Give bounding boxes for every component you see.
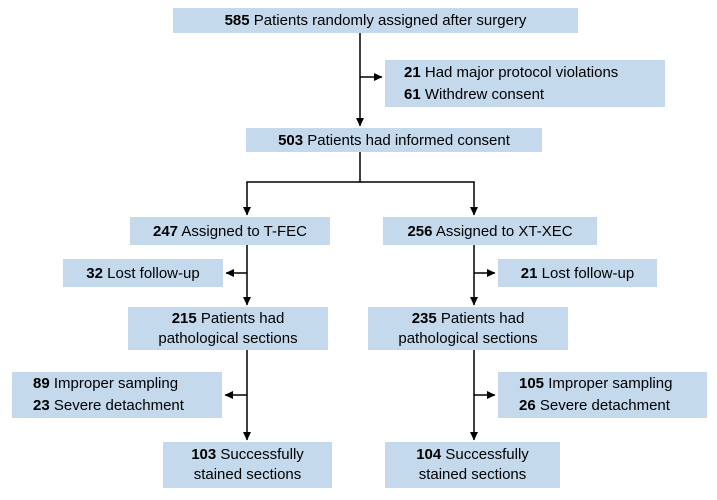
lost-tfec-count: 32 bbox=[86, 264, 103, 282]
section-exclusions-tfec-line-1: 89 Improper sampling bbox=[33, 373, 178, 395]
box-informed-consent-text: 503 Patients had informed consent bbox=[278, 132, 510, 149]
stained-xtxec-count: 104 bbox=[416, 446, 442, 463]
protocol-exclusions-line-2: 61 Withdrew consent bbox=[404, 84, 544, 106]
pathological-xtxec-label: Patients had pathological sections bbox=[398, 309, 538, 347]
improper-sampling-xtxec-count: 105 bbox=[519, 375, 545, 392]
severe-detachment-tfec-label: Severe detachment bbox=[53, 397, 184, 414]
assigned-xtxec-count: 256 bbox=[407, 222, 433, 240]
assigned-tfec-count: 247 bbox=[153, 222, 179, 240]
improper-sampling-xtxec-label: Improper sampling bbox=[548, 375, 673, 392]
severe-detachment-tfec-count: 23 bbox=[33, 397, 50, 414]
box-lost-xtxec-text: 21 Lost follow-up bbox=[521, 265, 634, 282]
box-pathological-xtxec-text: 235 Patients had pathological sections bbox=[368, 309, 568, 349]
protocol-exclusions-line-1: 21 Had major protocol violations bbox=[404, 62, 618, 84]
box-stained-tfec-text: 103 Successfully stained sections bbox=[163, 445, 332, 485]
withdrew-consent-label: Withdrew consent bbox=[424, 85, 545, 103]
improper-sampling-tfec-label: Improper sampling bbox=[53, 375, 179, 392]
pathological-tfec-label: Patients had pathological sections bbox=[158, 309, 298, 347]
pathological-tfec-count: 215 bbox=[171, 309, 197, 327]
section-exclusions-xtxec-line-1: 105 Improper sampling bbox=[519, 373, 672, 395]
stained-tfec-label: Successfully stained sections bbox=[193, 446, 304, 483]
box-randomized: 585 Patients randomly assigned after sur… bbox=[173, 8, 578, 33]
box-informed-consent: 503 Patients had informed consent bbox=[246, 128, 542, 152]
lost-tfec-label: Lost follow-up bbox=[107, 264, 200, 282]
severe-detachment-xtxec-count: 26 bbox=[519, 397, 536, 414]
lost-xtxec-count: 21 bbox=[520, 264, 538, 282]
box-stained-tfec: 103 Successfully stained sections bbox=[163, 442, 332, 488]
box-assigned-tfec-text: 247 Assigned to T-FEC bbox=[153, 223, 307, 240]
box-assigned-xtxec-text: 256 Assigned to XT-XEC bbox=[407, 223, 572, 240]
pathological-xtxec-count: 235 bbox=[411, 309, 437, 327]
box-stained-xtxec-text: 104 Successfully stained sections bbox=[385, 445, 560, 485]
protocol-violations-label: Had major protocol violations bbox=[424, 63, 619, 81]
section-exclusions-xtxec-line-2: 26 Severe detachment bbox=[519, 395, 670, 417]
box-section-exclusions-tfec: 89 Improper sampling 23 Severe detachmen… bbox=[12, 372, 222, 418]
assigned-xtxec-label: Assigned to XT-XEC bbox=[435, 222, 573, 240]
stained-xtxec-label: Successfully stained sections bbox=[418, 446, 529, 483]
improper-sampling-tfec-count: 89 bbox=[33, 375, 50, 392]
box-lost-tfec-text: 32 Lost follow-up bbox=[86, 265, 199, 282]
randomized-label: Patients randomly assigned after surgery bbox=[253, 12, 527, 29]
box-assigned-tfec: 247 Assigned to T-FEC bbox=[130, 217, 330, 245]
informed-consent-count: 503 bbox=[278, 131, 304, 149]
box-pathological-tfec-text: 215 Patients had pathological sections bbox=[128, 309, 328, 349]
informed-consent-label: Patients had informed consent bbox=[307, 131, 510, 149]
withdrew-consent-count: 61 bbox=[404, 85, 421, 103]
box-section-exclusions-xtxec: 105 Improper sampling 26 Severe detachme… bbox=[498, 372, 707, 418]
box-assigned-xtxec: 256 Assigned to XT-XEC bbox=[383, 217, 597, 245]
lost-xtxec-label: Lost follow-up bbox=[541, 264, 635, 282]
randomized-count: 585 bbox=[224, 12, 250, 29]
section-exclusions-tfec-line-2: 23 Severe detachment bbox=[33, 395, 184, 417]
box-randomized-text: 585 Patients randomly assigned after sur… bbox=[225, 12, 527, 29]
box-lost-xtxec: 21 Lost follow-up bbox=[498, 259, 657, 287]
box-protocol-exclusions: 21 Had major protocol violations 61 With… bbox=[385, 60, 665, 107]
box-lost-tfec: 32 Lost follow-up bbox=[63, 259, 223, 287]
box-stained-xtxec: 104 Successfully stained sections bbox=[385, 442, 560, 488]
assigned-tfec-label: Assigned to T-FEC bbox=[181, 222, 307, 240]
severe-detachment-xtxec-label: Severe detachment bbox=[539, 397, 670, 414]
stained-tfec-count: 103 bbox=[191, 446, 217, 463]
protocol-violations-count: 21 bbox=[404, 63, 421, 81]
box-pathological-tfec: 215 Patients had pathological sections bbox=[128, 307, 328, 350]
box-pathological-xtxec: 235 Patients had pathological sections bbox=[368, 307, 568, 350]
